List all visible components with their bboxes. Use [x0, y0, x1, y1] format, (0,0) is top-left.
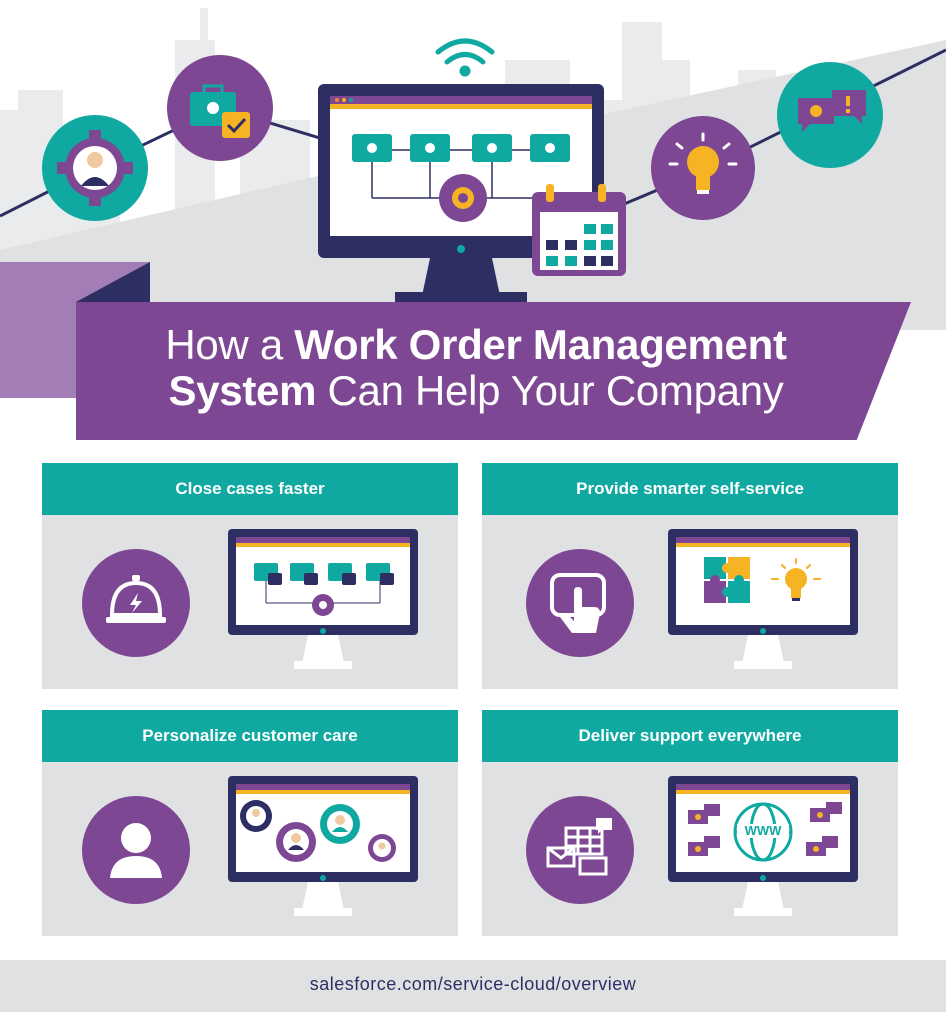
svg-text:WWW: WWW — [745, 823, 783, 838]
card-personalize-care: Personalize customer care — [42, 710, 458, 936]
hero-illustration: How a Work Order Management System Can H… — [0, 0, 946, 450]
card-support-everywhere: Deliver support everywhere WWW — [482, 710, 898, 936]
lightbulb-icon — [771, 558, 821, 601]
gear-person-icon — [42, 115, 148, 221]
footer-link[interactable]: salesforce.com/service-cloud/overview — [0, 960, 946, 1012]
page-title: How a Work Order Management System Can H… — [76, 322, 876, 414]
title-part3: System — [168, 367, 317, 414]
hero-scene — [0, 8, 946, 330]
service-bell-icon — [82, 549, 190, 657]
card-heading: Provide smarter self-service — [482, 463, 898, 515]
card-heading: Deliver support everywhere — [482, 710, 898, 762]
card-heading: Close cases faster — [42, 463, 458, 515]
monitor-case-workflow — [228, 529, 418, 669]
wifi-icon — [435, 38, 495, 77]
card-self-service: Provide smarter self-service — [482, 463, 898, 689]
lightbulb-icon — [651, 116, 755, 220]
monitor-globe-support: WWW — [668, 776, 858, 916]
title-banner — [76, 302, 911, 440]
toolbox-check-icon — [167, 55, 273, 161]
card-close-cases: Close cases faster — [42, 463, 458, 689]
touch-screen-icon — [526, 549, 634, 657]
multichannel-icon — [526, 796, 634, 904]
footer-url[interactable]: salesforce.com/service-cloud/overview — [309, 974, 637, 994]
monitor-puzzle-idea — [668, 529, 858, 669]
agent-avatars — [240, 800, 396, 862]
title-part2: Work Order Management — [294, 321, 787, 368]
title-part1: How a — [165, 321, 295, 368]
title-part4: Can Help Your Company — [316, 367, 784, 414]
chat-bubbles-icon — [777, 62, 883, 168]
person-icon — [82, 796, 190, 904]
chat-bubble-icons — [688, 802, 842, 856]
monitor-agents — [228, 776, 418, 916]
puzzle-icon — [704, 557, 750, 603]
calendar-icon — [532, 184, 626, 276]
card-heading: Personalize customer care — [42, 710, 458, 762]
